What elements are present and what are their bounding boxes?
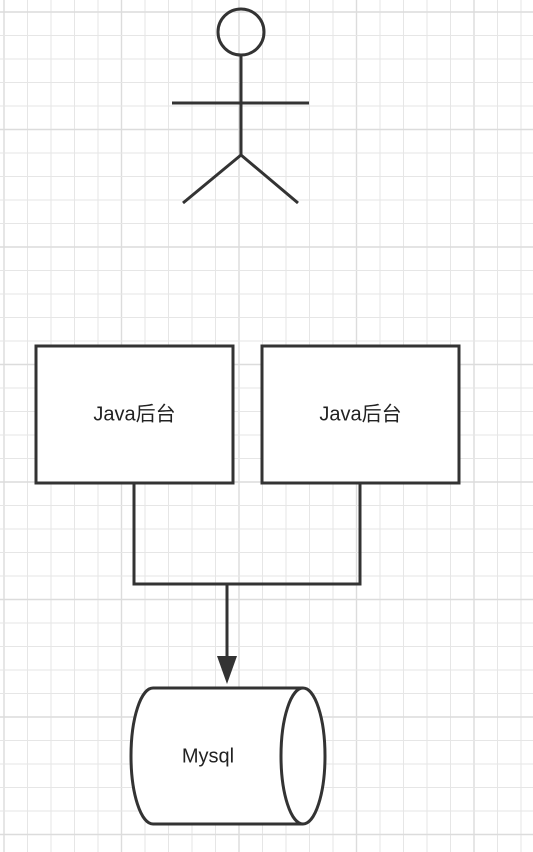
mysql-label: Mysql [182, 745, 234, 767]
actor-icon [172, 7, 309, 205]
connector-lines [132, 483, 362, 660]
java-backend-label-2: Java后台 [319, 402, 401, 425]
actor-right-leg [240, 153, 299, 205]
merge-connector [132, 483, 362, 586]
java-backend-node-2: Java后台 [260, 344, 461, 485]
java-backend-label-1: Java后台 [93, 402, 175, 425]
java-backend-box-2 [260, 344, 461, 485]
mysql-database-node: Mysql [129, 686, 327, 826]
java-backend-box-1 [34, 344, 235, 485]
arrow-head-icon [217, 656, 237, 684]
actor-head [216, 7, 266, 57]
database-cylinder-inner-edge [279, 686, 304, 826]
java-backend-node-1: Java后台 [34, 344, 235, 485]
actor-left-leg [182, 153, 242, 205]
